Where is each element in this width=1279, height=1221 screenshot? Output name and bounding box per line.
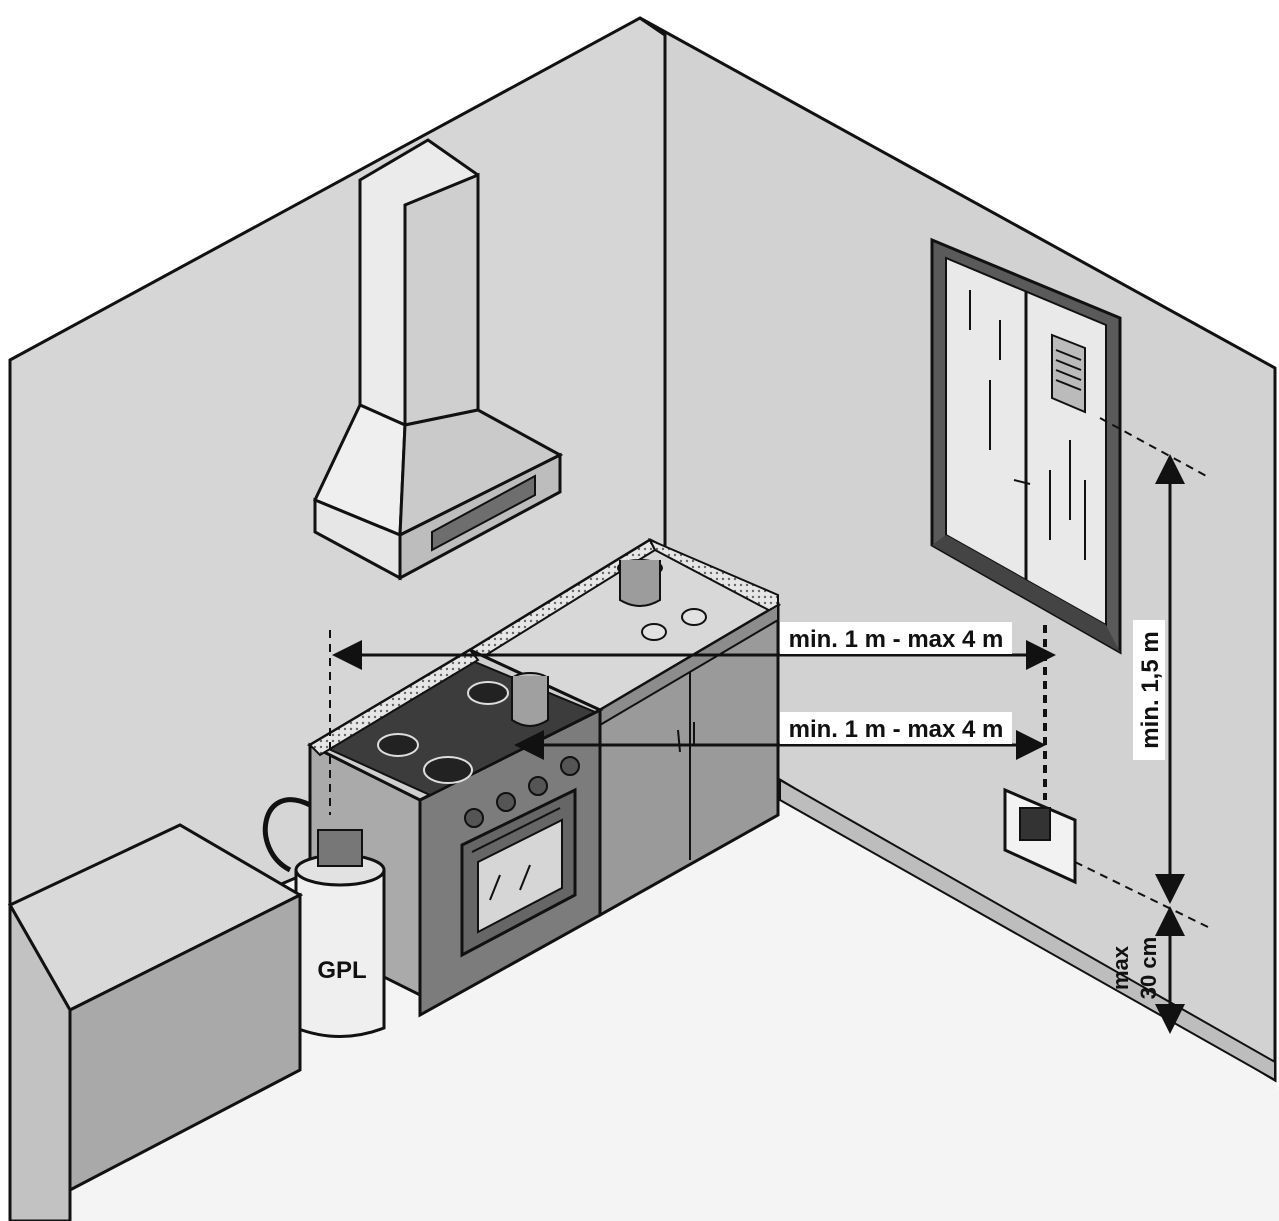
floor — [10, 720, 1279, 1221]
gas-cylinder: GPL — [262, 797, 386, 1038]
pot-icon — [617, 559, 663, 607]
dimension-lines — [329, 417, 1211, 1034]
vent-grille-icon — [1051, 333, 1086, 414]
kettle-icon — [511, 672, 549, 727]
range-hood — [312, 138, 564, 581]
vertical-lower-label-line1: max — [1108, 945, 1133, 990]
stove — [306, 648, 604, 1018]
side-cabinet — [7, 823, 304, 1221]
baseboard — [779, 778, 1276, 1082]
stove-knobs — [464, 756, 580, 828]
gas-cylinder-label: GPL — [317, 957, 366, 984]
vertical-upper-label: min. 1,5 m — [1137, 631, 1164, 748]
gas-detector-icon — [1003, 787, 1077, 885]
vertical-lower-label-line2: 30 cm — [1136, 937, 1161, 999]
window — [930, 237, 1122, 655]
horizontal-upper-label: min. 1 m - max 4 m — [789, 626, 1004, 653]
horizontal-lower-label: min. 1 m - max 4 m — [789, 716, 1004, 743]
